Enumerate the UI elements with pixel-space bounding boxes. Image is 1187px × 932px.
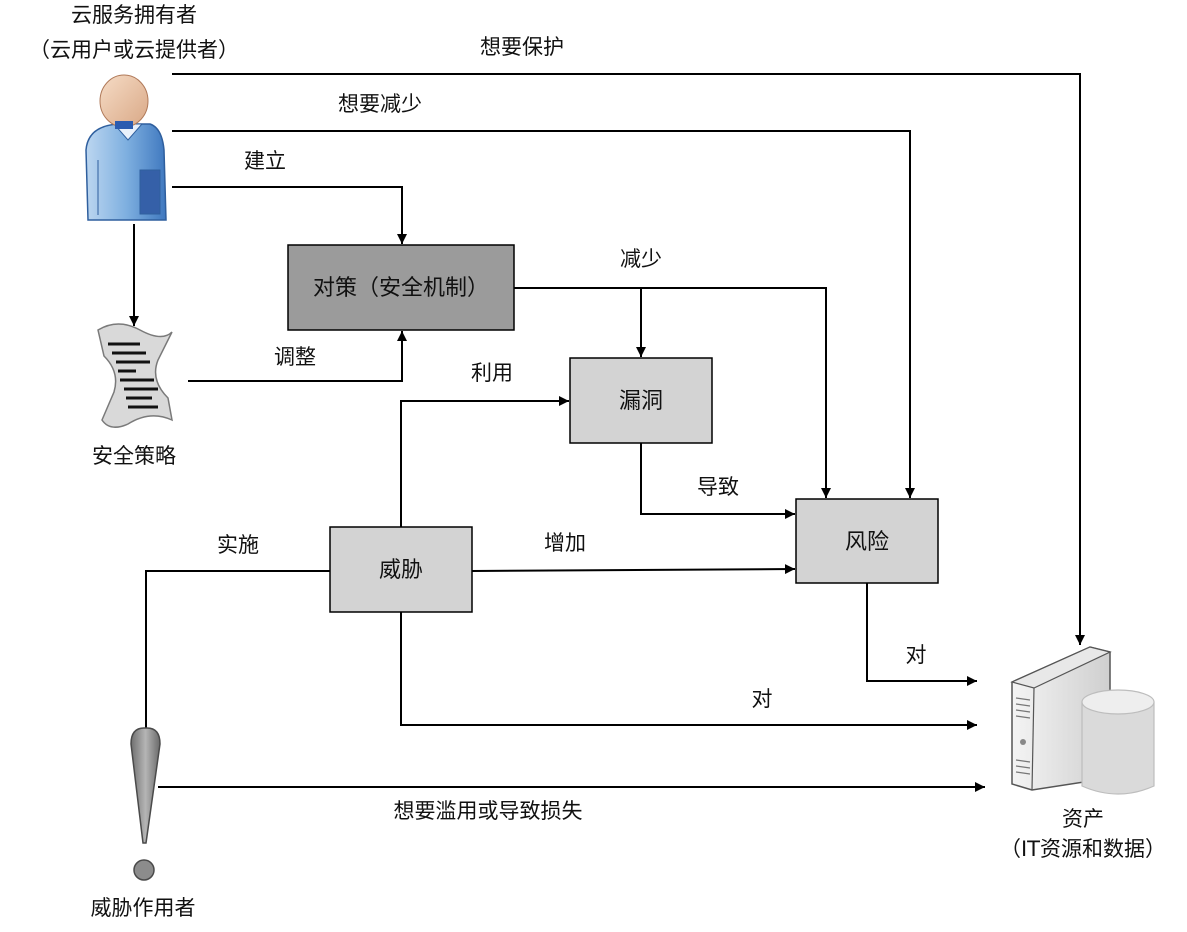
edge-label-threat-to-asset: 对: [752, 687, 773, 711]
threat-agent-icon: [130, 727, 161, 881]
edge-increase: [471, 564, 796, 575]
edge-label-implement: 实施: [217, 533, 259, 557]
edge-label-adjust: 调整: [274, 345, 316, 369]
edge-reduce-risk: [514, 287, 831, 498]
edge-label-exploit: 利用: [471, 361, 513, 385]
countermeasure-fill: [287, 244, 515, 331]
vulnerability-label: 漏洞: [619, 389, 663, 414]
edge-label-want-protect: 想要保护: [480, 35, 564, 59]
risk-box: 风险: [795, 498, 939, 584]
vulnerability-fill: [569, 357, 713, 444]
person-icon: [85, 74, 167, 221]
database-icon: [1081, 689, 1155, 795]
edge-implement: [145, 570, 330, 728]
edge-threat-to-asset: [400, 611, 977, 730]
risk-label: 风险: [845, 530, 889, 555]
edge-adjust: [188, 331, 407, 382]
threat-fill: [329, 526, 473, 613]
threat-label: 威胁: [379, 558, 423, 583]
asset-label-line2: （IT资源和数据）: [1000, 837, 1166, 861]
owner-label-line1: 云服务拥有者: [71, 3, 197, 27]
edge-label-cause: 导致: [697, 475, 739, 499]
owner-label-line2: （云用户或云提供者）: [29, 38, 239, 62]
edge-cause: [640, 443, 795, 519]
countermeasure-box: 对策（安全机制）: [287, 244, 515, 331]
asset-label-line1: 资产: [1062, 807, 1104, 831]
policy-label: 安全策略: [92, 444, 176, 468]
edge-want-reduce: [172, 130, 915, 498]
vulnerability-box: 漏洞: [569, 357, 713, 444]
countermeasure-label: 对策（安全机制）: [313, 276, 489, 301]
threat-agent-label: 威胁作用者: [91, 896, 196, 920]
edge-exploit: [400, 396, 569, 527]
edge-risk-to-asset: [866, 583, 977, 686]
edge-label-risk-to-asset: 对: [906, 643, 927, 667]
edge-label-want-reduce: 想要减少: [338, 92, 422, 116]
edge-label-reduce: 减少: [620, 247, 662, 271]
risk-fill: [795, 498, 939, 584]
edge-label-increase: 增加: [544, 531, 586, 555]
scroll-icon: [97, 323, 173, 428]
edge-label-want-abuse: 想要滥用或导致损失: [394, 799, 583, 823]
edge-want-protect: [172, 73, 1085, 645]
edge-establish: [172, 186, 407, 244]
threat-box: 威胁: [329, 526, 473, 613]
edge-label-establish: 建立: [244, 149, 286, 173]
